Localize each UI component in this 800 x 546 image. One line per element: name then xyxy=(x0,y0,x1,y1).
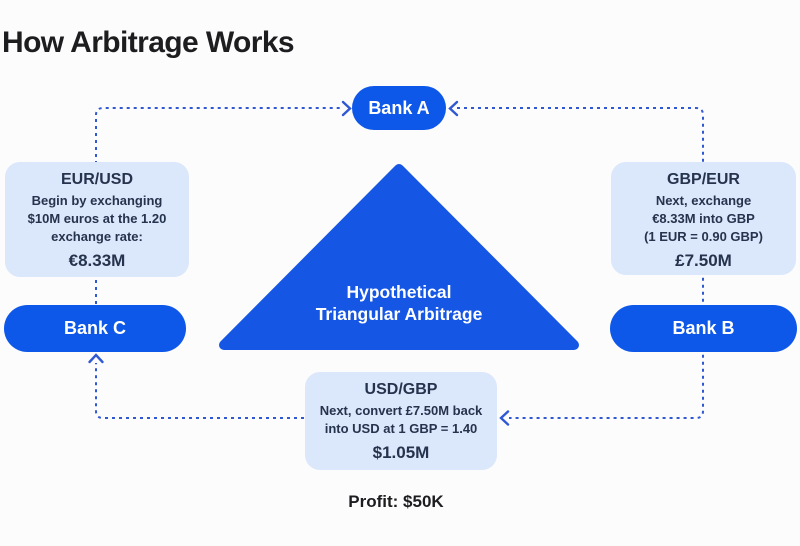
arrow-into-bank-a-left-icon xyxy=(341,100,352,117)
path-usdgbp-to-bankc xyxy=(95,363,304,419)
eur-usd-title: EUR/USD xyxy=(60,171,133,188)
usd-gbp-box: USD/GBP Next, convert £7.50M back into U… xyxy=(305,372,497,470)
gbp-eur-description: Next, exchange €8.33M into GBP (1 EUR = … xyxy=(644,193,763,244)
triangle-shape xyxy=(219,164,579,350)
gbp-eur-box: GBP/EUR Next, exchange €8.33M into GBP (… xyxy=(611,162,796,275)
bank-b-node: Bank B xyxy=(610,305,797,352)
path-bankc-to-banka xyxy=(95,107,343,304)
eur-usd-value: €8.33M xyxy=(68,250,126,270)
usd-gbp-description: Next, convert £7.50M back into USD at 1 … xyxy=(319,403,483,436)
triangle-label: Hypothetical Triangular Arbitrage xyxy=(315,282,483,325)
arrow-into-bank-c-icon xyxy=(88,353,104,364)
gbp-eur-value: £7.50M xyxy=(675,250,732,270)
bank-a-node: Bank A xyxy=(352,86,446,130)
path-right-loop xyxy=(457,107,704,419)
bank-c-node: Bank C xyxy=(4,305,186,352)
usd-gbp-value: $1.05M xyxy=(372,442,430,462)
profit-label: Profit: $50K xyxy=(348,492,444,511)
usd-gbp-title: USD/GBP xyxy=(364,381,438,398)
arrow-into-usdgbp-box-icon xyxy=(499,410,510,426)
arrow-into-bank-a-right-icon xyxy=(448,100,459,117)
page-title: How Arbitrage Works xyxy=(2,26,295,59)
eur-usd-description: Begin by exchanging $10M euros at the 1.… xyxy=(27,193,167,244)
eur-usd-box: EUR/USD Begin by exchanging $10M euros a… xyxy=(5,162,189,277)
gbp-eur-title: GBP/EUR xyxy=(667,171,740,188)
